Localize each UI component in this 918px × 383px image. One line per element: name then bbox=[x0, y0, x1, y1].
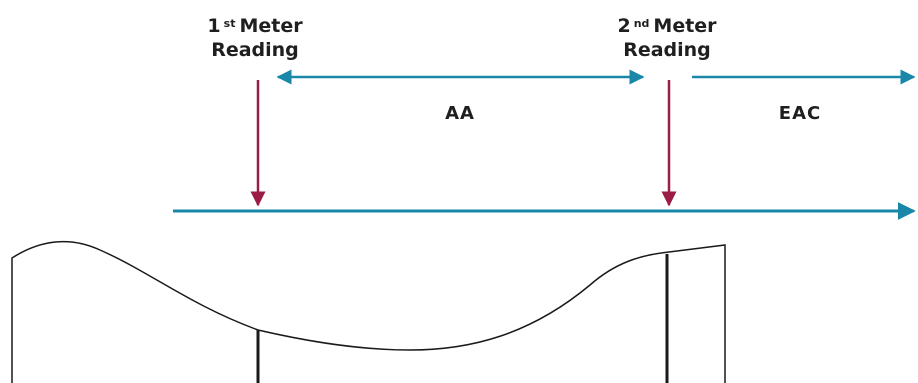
aa-label: AA bbox=[445, 103, 475, 124]
second-reading-number: 2 bbox=[617, 15, 631, 37]
first-reading-number: 1 bbox=[207, 15, 221, 37]
second-reading-word: Meter bbox=[653, 15, 717, 37]
first-reading-suffix: st bbox=[223, 17, 236, 30]
second-reading-line2: Reading bbox=[623, 39, 711, 61]
first-reading-line2: Reading bbox=[211, 39, 299, 61]
first-reading-word: Meter bbox=[239, 15, 303, 37]
consumption-curve bbox=[11, 240, 726, 383]
second-reading-suffix: nd bbox=[633, 17, 650, 30]
eac-label: EAC bbox=[778, 103, 822, 124]
